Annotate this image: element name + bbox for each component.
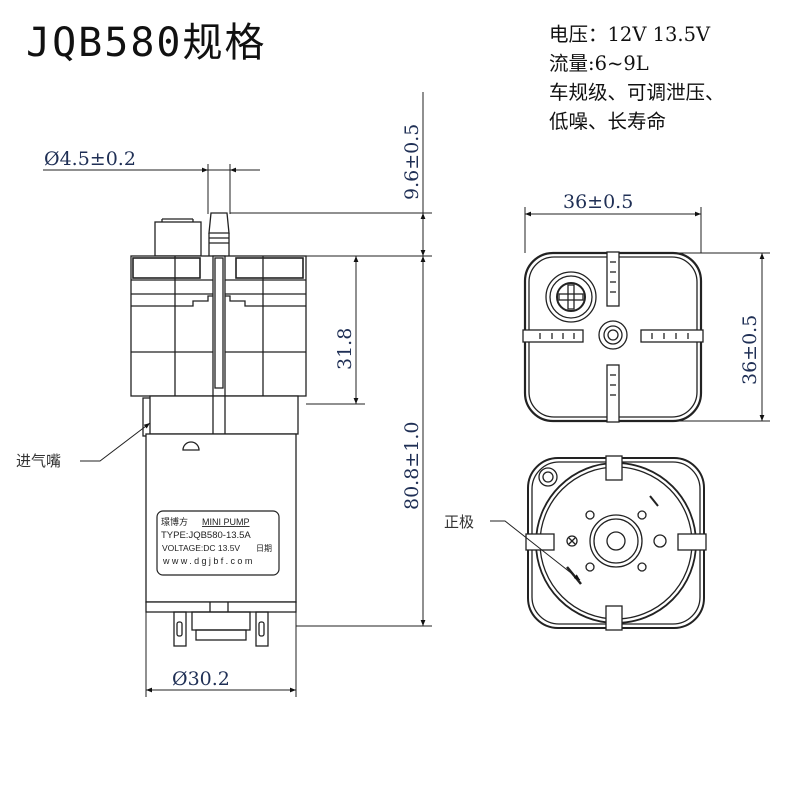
spec-features-2: 低噪、长寿命: [549, 110, 667, 133]
nameplate: 璟博方 MINI PUMP TYPE:JQB580-13.5A VOLTAGE:…: [156, 510, 280, 576]
spec-flow: 流量:6~9L: [549, 52, 649, 75]
callout-positive: 正极: [444, 513, 474, 531]
nameplate-website: www.dgjbf.com: [162, 556, 255, 566]
nameplate-date: 日期: [256, 544, 272, 553]
dim-top-depth: 36±0.5: [739, 315, 761, 385]
bottom-view-callout: [490, 520, 581, 581]
spec-list: 电压：12V 13.5V 流量:6~9L 车规级、可调泄压、 低噪、长寿命: [549, 20, 725, 136]
spec-voltage: 电压：12V 13.5V: [549, 23, 711, 46]
dim-nozzle-height: 9.6±0.5: [401, 124, 423, 200]
callout-inlet: 进气嘴: [16, 452, 61, 470]
dim-body-diameter: Ø30.2: [172, 668, 230, 690]
nameplate-brand: 璟博方: [161, 516, 188, 527]
top-view-dims: [524, 207, 770, 422]
bottom-view: [525, 455, 707, 631]
dim-top-width: 36±0.5: [563, 191, 633, 213]
spec-features-1: 车规级、可调泄压、: [549, 81, 725, 104]
nameplate-voltage: VOLTAGE:DC 13.5V: [162, 543, 240, 553]
dimension-lines: [43, 92, 432, 697]
nameplate-product: MINI PUMP: [202, 517, 250, 527]
dim-body-height: 80.8±1.0: [401, 422, 423, 510]
nameplate-type: TYPE:JQB580-13.5A: [161, 530, 251, 541]
dim-head-height: 31.8: [334, 328, 356, 370]
dim-nozzle-diameter: Ø4.5±0.2: [44, 148, 136, 170]
page-title: JQB580规格: [26, 20, 267, 66]
side-view: [130, 212, 307, 647]
top-view: [522, 251, 704, 423]
